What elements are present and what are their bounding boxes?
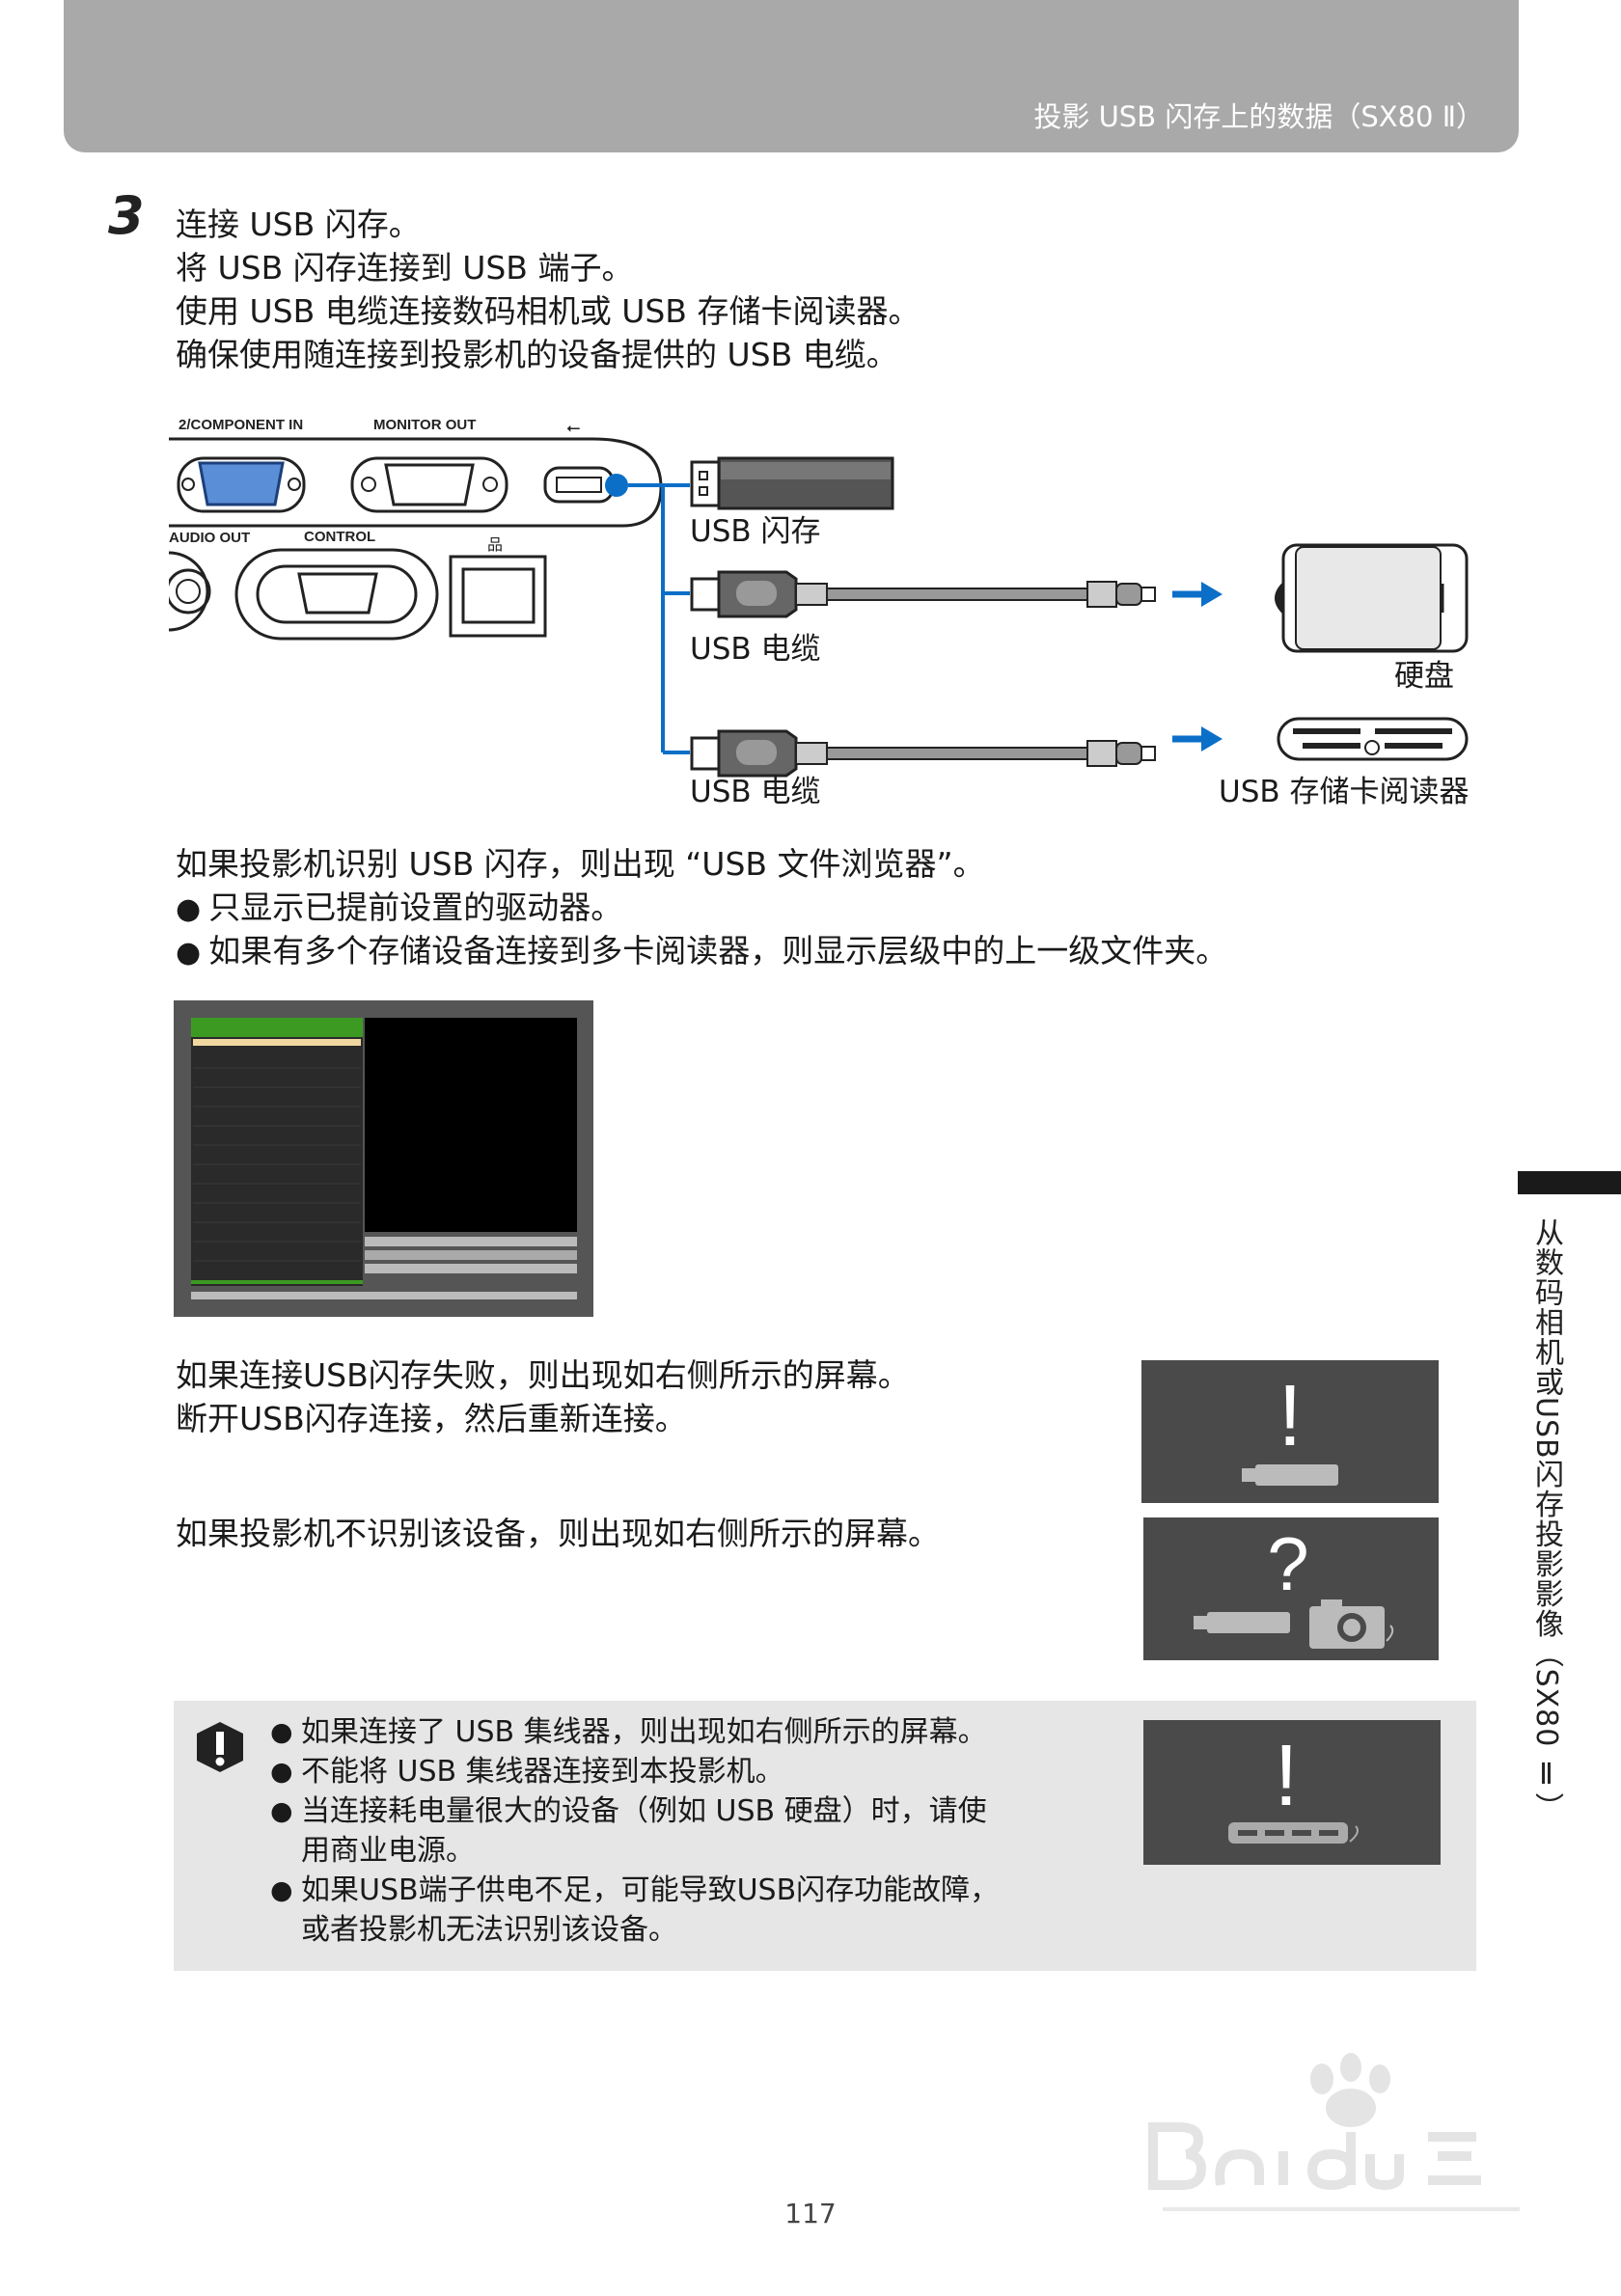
camera-icon <box>1309 1599 1394 1649</box>
page-header-title: 投影 USB 闪存上的数据（SX80 Ⅱ） <box>1033 100 1484 133</box>
side-tab-text: 从数码相机或USB闪存投影影像（SX80 Ⅱ） <box>1529 1217 1563 1822</box>
lan-icon: 品 <box>487 535 503 554</box>
panel-label-component: 2/COMPONENT IN <box>179 417 303 433</box>
caution-items: 如果连接了 USB 集线器，则出现如右侧所示的屏幕。 不能将 USB 集线器连接… <box>270 1712 999 1950</box>
connection-lines <box>628 483 690 754</box>
panel-label-control: CONTROL <box>304 529 375 545</box>
vga-port-out <box>350 456 508 513</box>
card-reader <box>1277 717 1469 761</box>
unknown-text: 如果投影机不识别该设备，则出现如右侧所示的屏幕。 <box>176 1515 940 1552</box>
usb-flash-icon <box>1194 1612 1290 1633</box>
usb-file-browser-svg <box>191 1018 577 1299</box>
caution-item: 如果USB端子供电不足，可能导致USB闪存功能故障， 或者投影机无法识别该设备。 <box>270 1871 999 1950</box>
step-line: 将 USB 闪存连接到 USB 端子。 <box>176 249 634 287</box>
panel-label-monitor: MONITOR OUT <box>373 417 476 433</box>
recognized-bullet: 如果有多个存储设备连接到多卡阅读器，则显示层级中的上一级文件夹。 <box>176 929 1227 972</box>
usb-port-marker <box>605 474 628 497</box>
fail-line: 断开USB闪存连接，然后重新连接。 <box>176 1400 687 1437</box>
step-title: 连接 USB 闪存。 <box>176 205 421 243</box>
step-number: 3 <box>108 185 145 246</box>
connection-diagram-svg: 2/COMPONENT IN MONITOR OUT AUDIO OUT CON… <box>165 417 1469 778</box>
usb-port <box>543 466 615 504</box>
usb-flash-drive <box>690 456 894 510</box>
vga-port-in <box>177 456 306 513</box>
flash-label: USB 闪存 <box>690 514 821 549</box>
audio-jack <box>165 551 211 632</box>
usb-cable-2 <box>690 729 1156 778</box>
step-body: 将 USB 闪存连接到 USB 端子。 使用 USB 电缆连接数码相机或 USB… <box>176 246 920 376</box>
side-tab-marker <box>1518 1171 1621 1194</box>
fail-text: 如果连接USB闪存失败，则出现如右侧所示的屏幕。 断开USB闪存连接，然后重新连… <box>176 1353 910 1440</box>
page-number: 117 <box>784 2198 837 2229</box>
fail-line: 如果连接USB闪存失败，则出现如右侧所示的屏幕。 <box>176 1356 910 1394</box>
arrow-to-reader-head <box>1201 726 1223 752</box>
hub-symbol: ! <box>1274 1728 1298 1824</box>
panel-label-audio: AUDIO OUT <box>169 530 250 546</box>
caution-icon <box>197 1722 243 1772</box>
cable1-label: USB 电缆 <box>690 632 821 667</box>
recognized-text: 如果投影机识别 USB 闪存，则出现 “USB 文件浏览器”。 只显示已提前设置… <box>176 842 1227 972</box>
usb-file-browser-screenshot <box>174 1000 593 1317</box>
caution-item: 如果连接了 USB 集线器，则出现如右侧所示的屏幕。 <box>270 1712 999 1752</box>
arrow-to-hdd-head <box>1201 582 1223 607</box>
usb-cable-1 <box>690 570 1156 618</box>
usb-hub-icon <box>1228 1822 1359 1844</box>
recognized-bullet: 只显示已提前设置的驱动器。 <box>176 886 1227 929</box>
cable2-label: USB 电缆 <box>690 775 821 809</box>
fail-symbol: ! <box>1278 1368 1302 1464</box>
hard-disk <box>1275 543 1469 653</box>
recognized-line: 如果投影机识别 USB 闪存，则出现 “USB 文件浏览器”。 <box>176 845 985 883</box>
caution-item: 不能将 USB 集线器连接到本投影机。 <box>270 1752 999 1791</box>
unknown-device-screen: ? <box>1143 1517 1439 1660</box>
unknown-symbol: ? <box>1267 1521 1308 1606</box>
step-line: 使用 USB 电缆连接数码相机或 USB 存储卡阅读器。 <box>176 292 920 330</box>
step-line: 确保使用随连接到投影机的设备提供的 USB 电缆。 <box>176 336 898 373</box>
usb-hub-screen: ! <box>1143 1720 1441 1865</box>
header-bar: 投影 USB 闪存上的数据（SX80 Ⅱ） <box>64 0 1519 152</box>
control-port <box>234 548 439 641</box>
usb-flash-icon <box>1242 1464 1338 1486</box>
connection-diagram: 2/COMPONENT IN MONITOR OUT AUDIO OUT CON… <box>165 410 1476 815</box>
hdd-label: 硬盘 <box>1394 659 1454 694</box>
caution-note: 如果连接了 USB 集线器，则出现如右侧所示的屏幕。 不能将 USB 集线器连接… <box>174 1701 1476 1971</box>
caution-item: 当连接耗电量很大的设备（例如 USB 硬盘）时，请使 用商业电源。 <box>270 1791 999 1871</box>
reader-label: USB 存储卡阅读器 <box>1219 775 1470 809</box>
lan-port: 品 <box>449 535 547 638</box>
fail-screen: ! <box>1141 1360 1439 1503</box>
usb-symbol-icon: ⭠ <box>566 418 580 438</box>
baidu-watermark-logo <box>1148 2053 1520 2211</box>
